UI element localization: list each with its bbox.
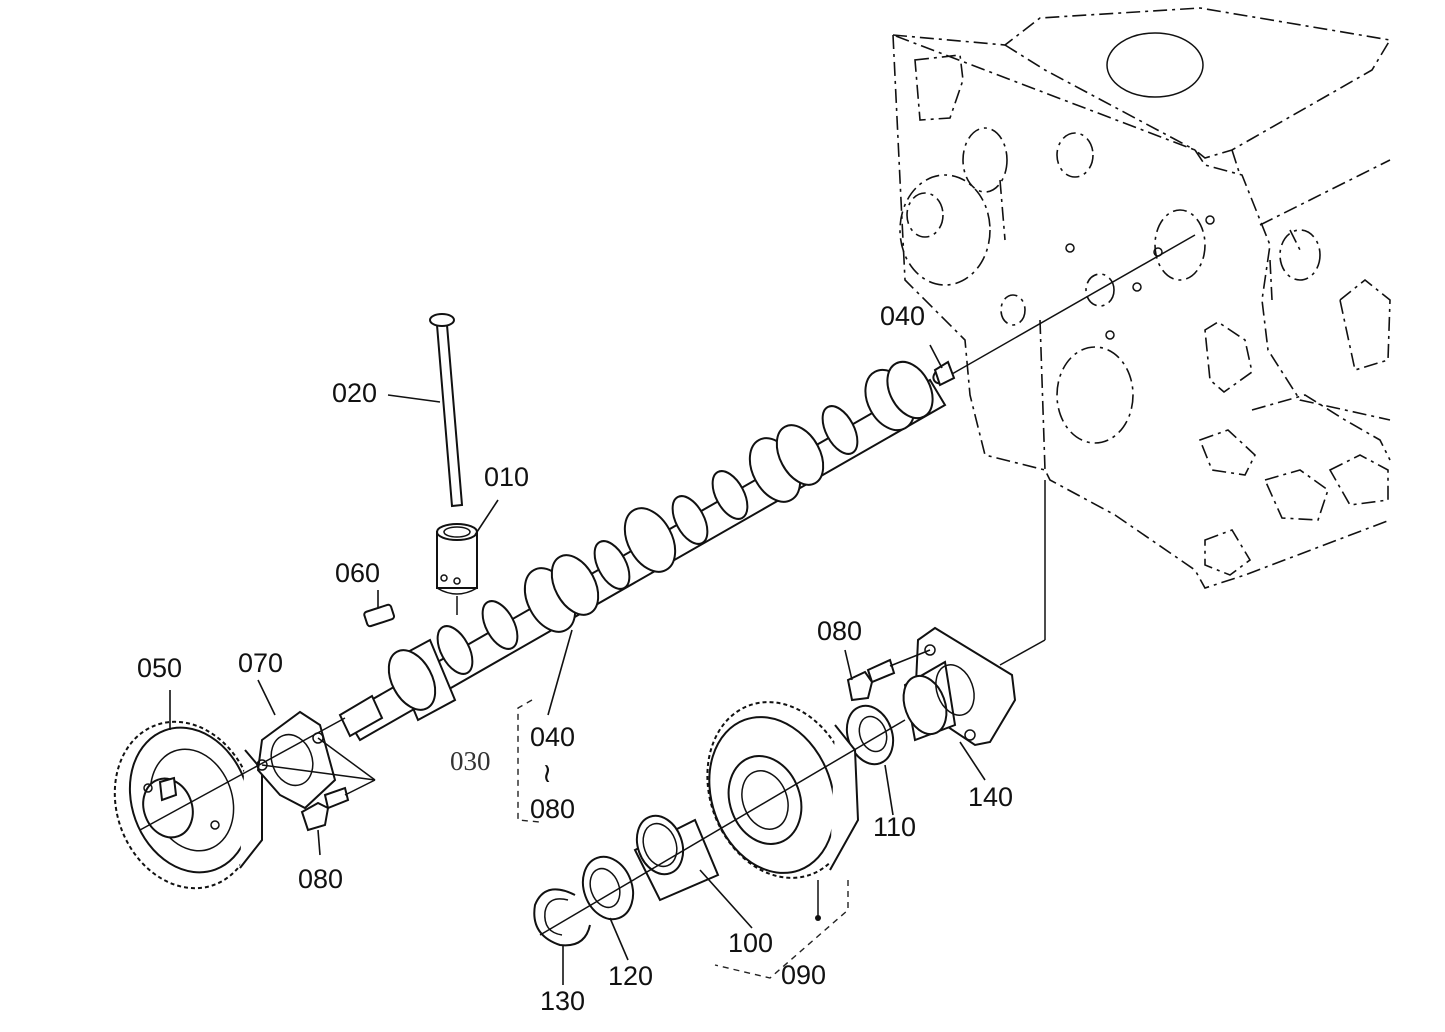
camshaft — [338, 360, 947, 742]
thrust-plate-070 — [139, 710, 376, 831]
key-060 — [363, 603, 396, 628]
bolt-080-right — [846, 649, 931, 702]
thrust-washer-110 — [845, 704, 895, 766]
idler-housing-140 — [902, 480, 1046, 747]
range-symbol: ≀ — [542, 758, 552, 788]
washer-120 — [581, 855, 635, 921]
bolt-080-left — [300, 779, 376, 832]
label-070: 070 — [238, 648, 283, 678]
bracket-090 — [714, 880, 849, 979]
camshaft-gear-050 — [113, 720, 263, 890]
push-rod-020 — [429, 313, 464, 508]
label-030: 030 — [450, 746, 491, 776]
label-140: 140 — [968, 782, 1013, 812]
label-040-top: 040 — [880, 301, 925, 331]
label-010: 010 — [484, 462, 529, 492]
label-110: 110 — [873, 812, 916, 842]
camshaft-centerline — [944, 234, 1196, 379]
label-080-right: 080 — [817, 616, 862, 646]
label-090: 090 — [781, 960, 826, 990]
label-050: 050 — [137, 653, 182, 683]
idler-axis-line — [539, 719, 906, 936]
engine-block — [892, 7, 1392, 589]
label-100: 100 — [728, 928, 773, 958]
label-020: 020 — [332, 378, 377, 408]
label-040-mid: 040 — [530, 722, 575, 752]
leader-lines — [169, 344, 986, 985]
plug-040-top — [932, 360, 956, 387]
snap-ring-130 — [533, 888, 591, 947]
idler-gear-090 — [706, 701, 860, 921]
label-080-left: 080 — [298, 864, 343, 894]
label-130: 130 — [540, 986, 585, 1016]
label-080-mid: 080 — [530, 794, 575, 824]
tappet-010 — [436, 523, 478, 615]
label-060: 060 — [335, 558, 380, 588]
bushing-100 — [633, 814, 720, 902]
callout-labels: 020 010 060 040 050 070 040 030 ≀ 080 08… — [137, 301, 1013, 1016]
label-120: 120 — [608, 961, 653, 991]
